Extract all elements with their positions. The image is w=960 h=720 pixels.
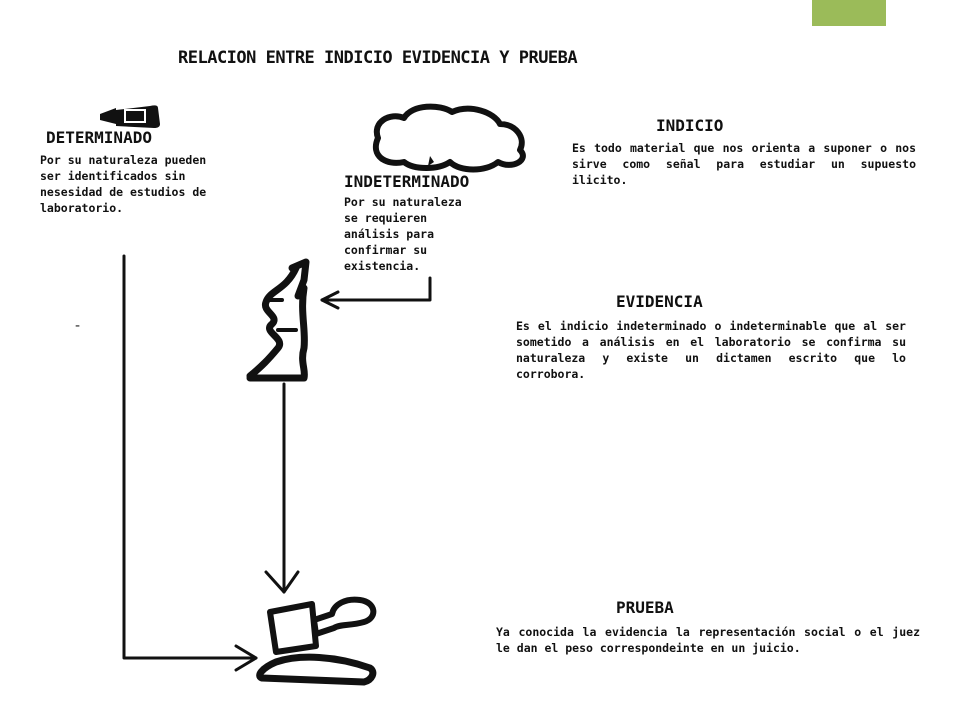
- gavel-icon: [256, 596, 377, 686]
- indicio-heading: INDICIO: [656, 116, 724, 135]
- prueba-text: Ya conocida la evidencia la representaci…: [496, 625, 920, 655]
- prueba-heading: PRUEBA: [616, 598, 674, 617]
- determinado-text: Por su naturaleza pueden ser identificad…: [40, 153, 207, 215]
- evidencia-text: Es el indicio indeterminado o indetermin…: [516, 319, 906, 381]
- test-tube-icon: [246, 258, 310, 382]
- slide-title: RELACION ENTRE INDICIO EVIDENCIA Y PRUEB…: [178, 48, 578, 68]
- indeterminado-heading: INDETERMINADO: [344, 172, 470, 191]
- evidencia-heading: EVIDENCIA: [616, 292, 703, 311]
- arrowhead-prueba-left: [234, 644, 258, 672]
- indeterminado-text: Por su naturaleza se requieren análisis …: [344, 195, 462, 273]
- arrowhead-prueba-top: [264, 570, 300, 594]
- accent-box: [812, 0, 886, 26]
- arrow-determinado-to-prueba: [122, 254, 258, 660]
- hammer-icon: [100, 105, 160, 128]
- arrowhead-evidencia: [320, 290, 340, 310]
- arrow-indeterminado-to-evidencia: [320, 276, 432, 302]
- indicio-text: Es todo material que nos orienta a supon…: [572, 141, 916, 187]
- determinado-heading: DETERMINADO: [46, 128, 152, 147]
- flow-arrows: [122, 254, 432, 672]
- cloud-blob-icon: [373, 103, 526, 173]
- stray-dash: -: [75, 318, 81, 334]
